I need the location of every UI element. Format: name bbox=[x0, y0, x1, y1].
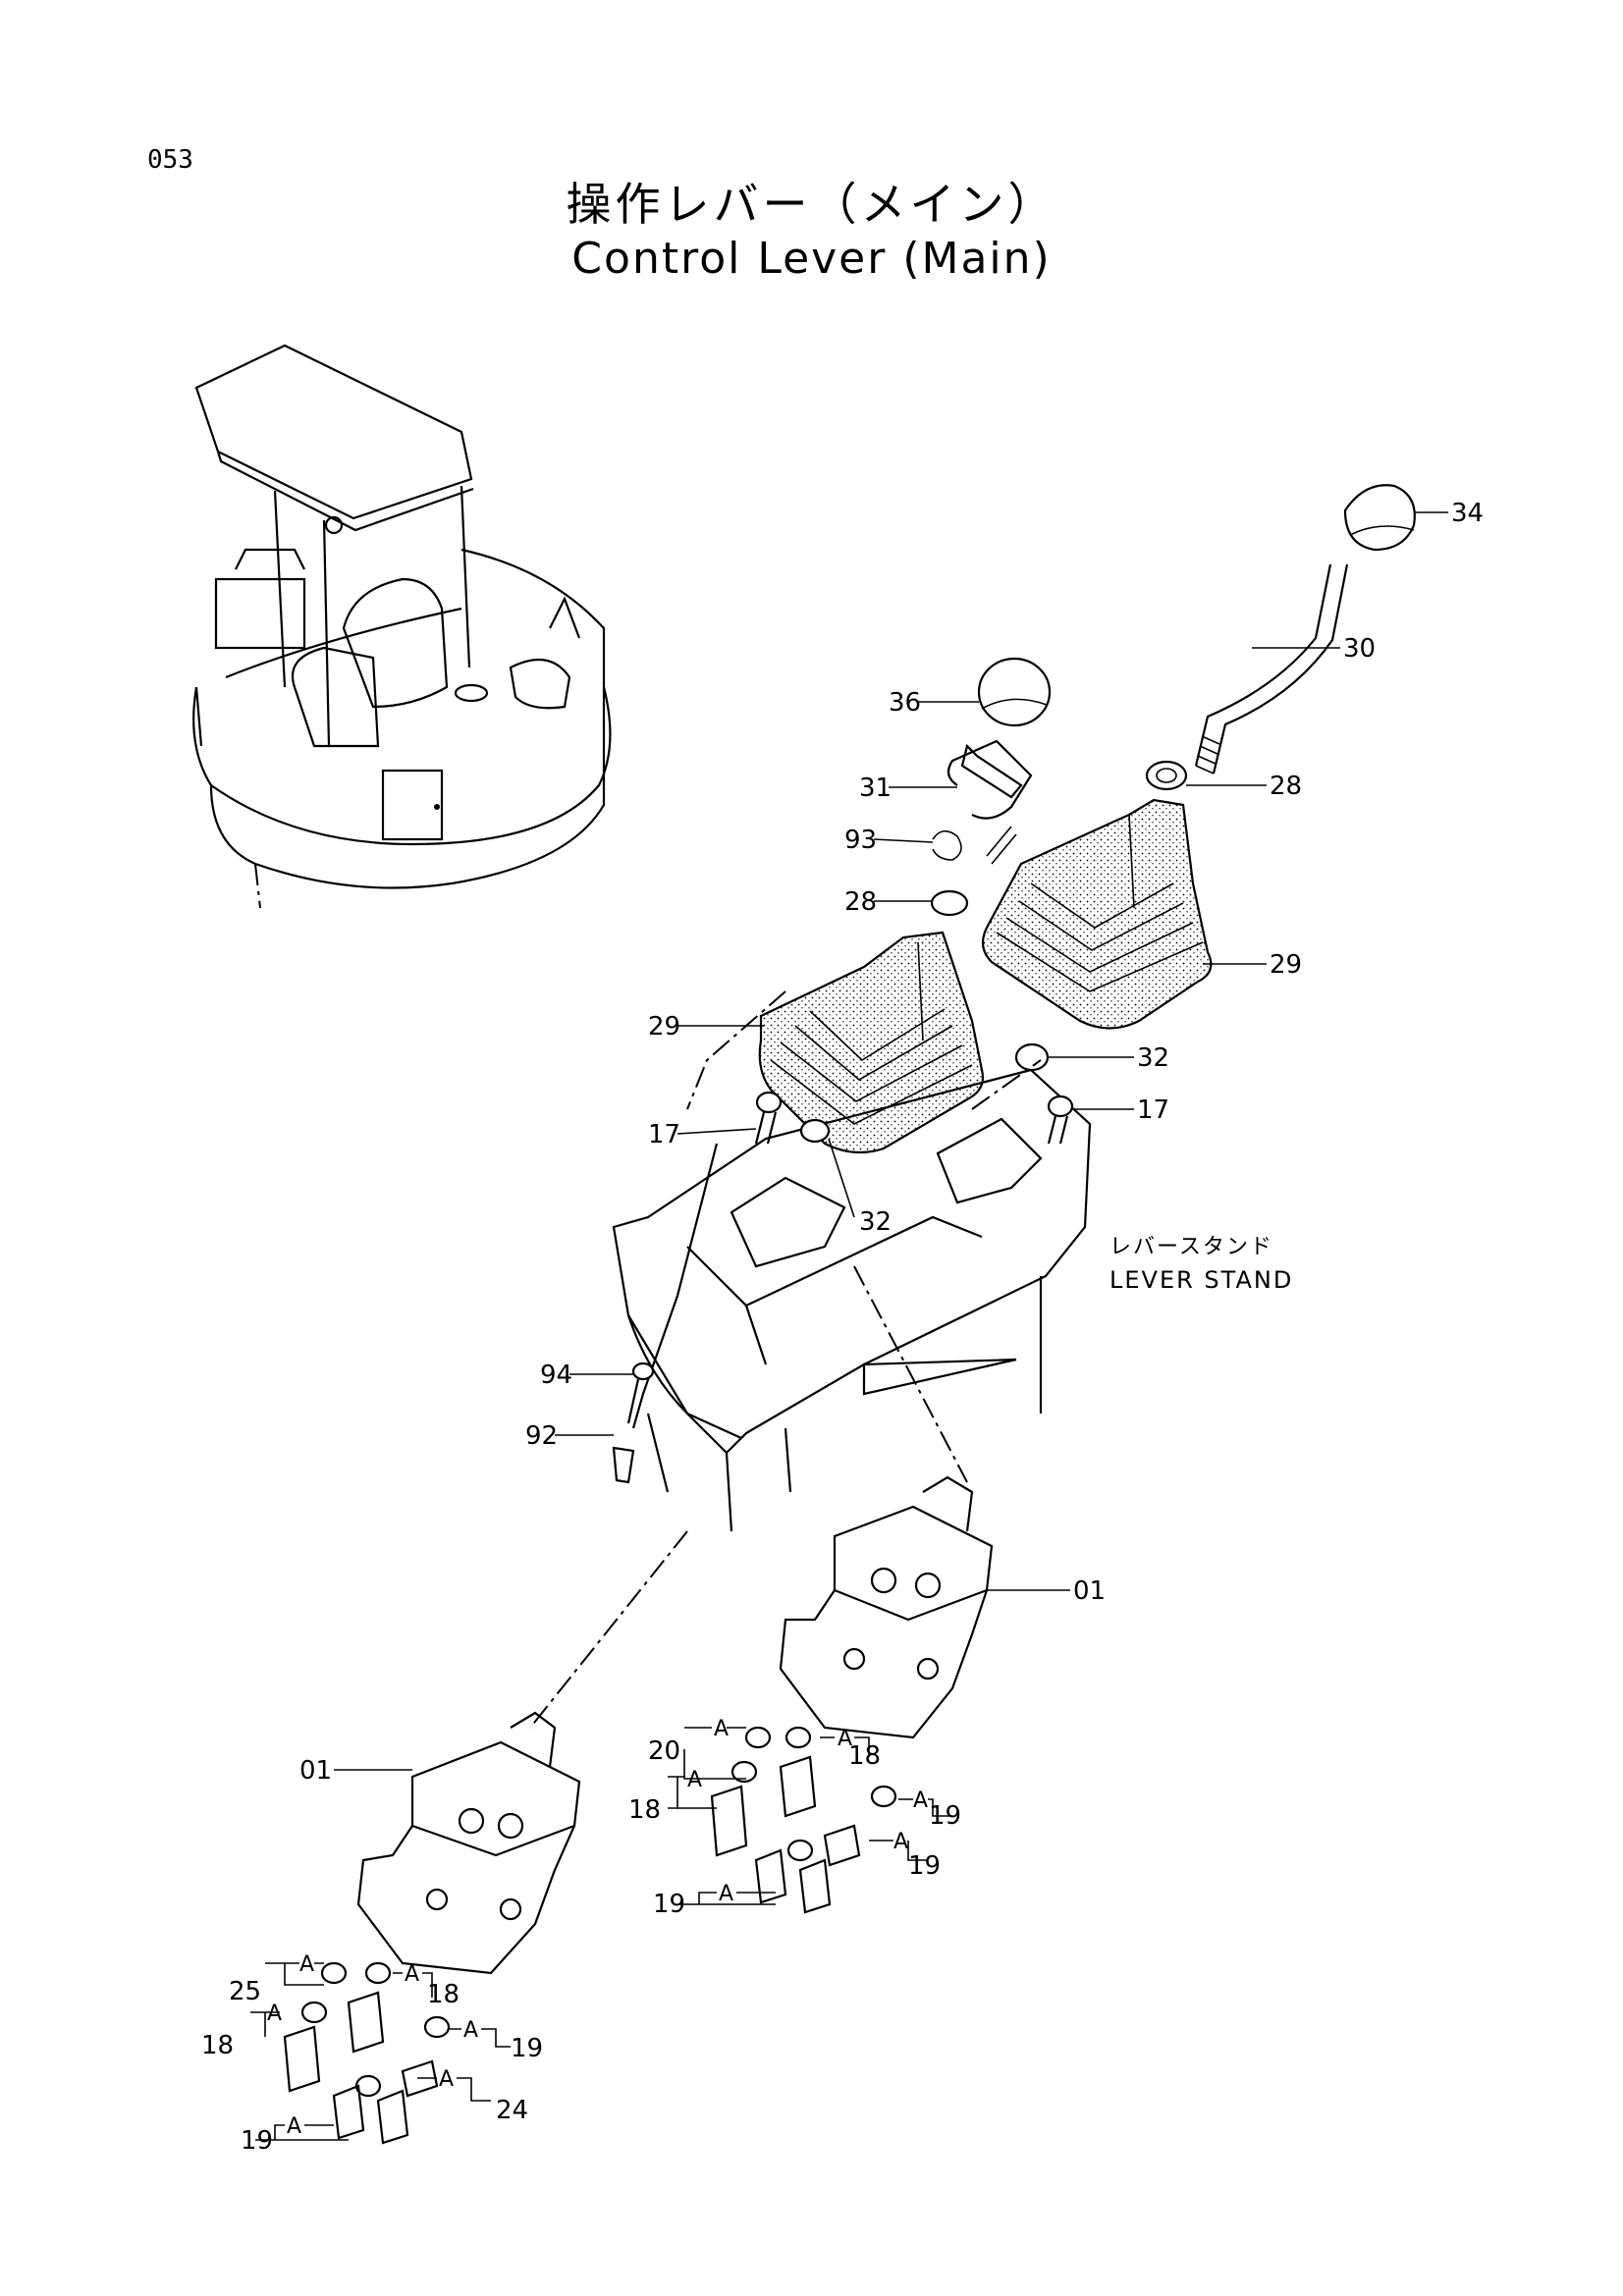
callout-18-left-b: 18 bbox=[427, 1980, 460, 2009]
callout-30: 30 bbox=[1343, 634, 1376, 664]
group-marker-a: A bbox=[719, 1882, 733, 1906]
callout-19-right-c: 19 bbox=[653, 1890, 685, 1919]
page-title-japanese: 操作レバー（メイン） bbox=[566, 178, 1057, 231]
callout-17-left: 17 bbox=[648, 1120, 680, 1149]
callout-29-left: 29 bbox=[648, 1012, 680, 1041]
lever-stand-illustration bbox=[529, 990, 1092, 1729]
callout-32-right: 32 bbox=[1137, 1043, 1169, 1073]
callout-18-left-a: 18 bbox=[201, 2031, 234, 2060]
callout-28-right: 28 bbox=[1270, 772, 1302, 801]
page-title-english: Control Lever (Main) bbox=[571, 234, 1052, 284]
group-marker-a: A bbox=[287, 2114, 301, 2139]
machine-overview-illustration bbox=[192, 344, 612, 909]
callout-94: 94 bbox=[540, 1361, 572, 1390]
callout-19-right-a: 19 bbox=[929, 1801, 961, 1831]
callout-labels: 34 30 36 31 28 93 28 29 29 32 17 17 32 9… bbox=[201, 499, 1484, 2156]
pilot-valve-left-illustration bbox=[283, 1711, 581, 2145]
group-marker-a: A bbox=[439, 2067, 454, 2092]
callout-34: 34 bbox=[1451, 499, 1484, 528]
callout-17-right: 17 bbox=[1137, 1095, 1169, 1125]
group-marker-a: A bbox=[893, 1830, 908, 1854]
leader-lines bbox=[250, 511, 1448, 2141]
group-marker-a: A bbox=[405, 1962, 419, 1987]
pilot-valve-right-illustration bbox=[710, 1475, 994, 1914]
callout-01-left: 01 bbox=[299, 1756, 332, 1786]
callout-92: 92 bbox=[525, 1421, 558, 1451]
callout-36: 36 bbox=[889, 688, 921, 718]
page-number: 053 bbox=[147, 145, 193, 175]
group-marker-a: A bbox=[687, 1768, 702, 1792]
callout-01-right: 01 bbox=[1073, 1576, 1106, 1606]
group-marker-a: A bbox=[913, 1789, 928, 1813]
group-marker-a: A bbox=[299, 1952, 314, 1977]
callout-19-left-b: 19 bbox=[241, 2126, 273, 2156]
callout-24: 24 bbox=[496, 2096, 528, 2125]
callout-31: 31 bbox=[859, 774, 892, 803]
callout-93: 93 bbox=[844, 826, 877, 855]
lever-stand-label-japanese: レバースタンド bbox=[1109, 1235, 1273, 1259]
callout-20: 20 bbox=[648, 1736, 680, 1766]
group-marker-a: A bbox=[463, 2018, 478, 2043]
callout-29-right: 29 bbox=[1270, 950, 1302, 980]
lever-stand-label-english: LEVER STAND bbox=[1109, 1266, 1294, 1294]
callout-18-right-a: 18 bbox=[628, 1795, 661, 1825]
callout-19-left-a: 19 bbox=[511, 2034, 543, 2063]
callout-32-left: 32 bbox=[859, 1207, 892, 1237]
group-marker-a: A bbox=[714, 1717, 729, 1741]
callout-18-right-b: 18 bbox=[848, 1741, 881, 1771]
right-lever-assembly bbox=[981, 484, 1416, 1030]
callout-28-left: 28 bbox=[844, 887, 877, 917]
callout-19-right-b: 19 bbox=[908, 1851, 941, 1881]
group-marker-a: A bbox=[267, 2002, 282, 2026]
group-marker-a: A bbox=[838, 1727, 852, 1751]
callout-25: 25 bbox=[229, 1977, 261, 2006]
